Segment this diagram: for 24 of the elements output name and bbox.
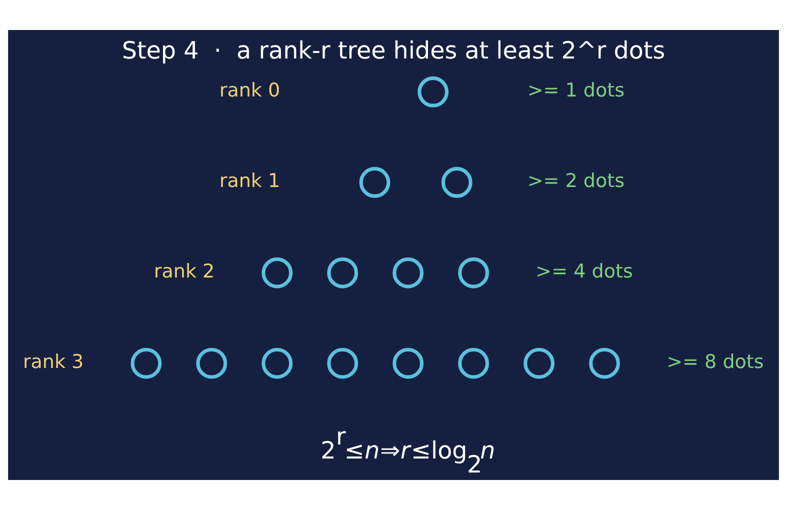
node-circle bbox=[262, 348, 293, 379]
node-circle bbox=[327, 257, 358, 288]
node-circle bbox=[130, 348, 162, 379]
node-circle bbox=[458, 348, 490, 379]
node-circle bbox=[359, 166, 390, 198]
label: >= 1 dots bbox=[527, 79, 625, 102]
label: rank 0 bbox=[219, 79, 280, 102]
node-circle bbox=[392, 257, 424, 288]
node-circle bbox=[418, 76, 449, 108]
node-circle bbox=[524, 348, 554, 379]
node-circle bbox=[196, 348, 228, 379]
label: rank 3 bbox=[22, 350, 84, 373]
label: >= 8 dots bbox=[666, 350, 764, 373]
diagram-title: Step 4 · a rank-r tree hides at least 2^r dots bbox=[122, 36, 666, 65]
label: rank 1 bbox=[219, 170, 280, 192]
node-circle bbox=[392, 348, 424, 379]
label: >= 2 dots bbox=[527, 170, 625, 192]
node-circle bbox=[327, 348, 358, 379]
label: >= 4 dots bbox=[536, 260, 633, 282]
node-circle bbox=[441, 166, 472, 198]
node-circle bbox=[262, 257, 293, 288]
label: rank 2 bbox=[154, 260, 215, 282]
node-circle bbox=[458, 257, 490, 288]
node-circle bbox=[589, 348, 620, 379]
